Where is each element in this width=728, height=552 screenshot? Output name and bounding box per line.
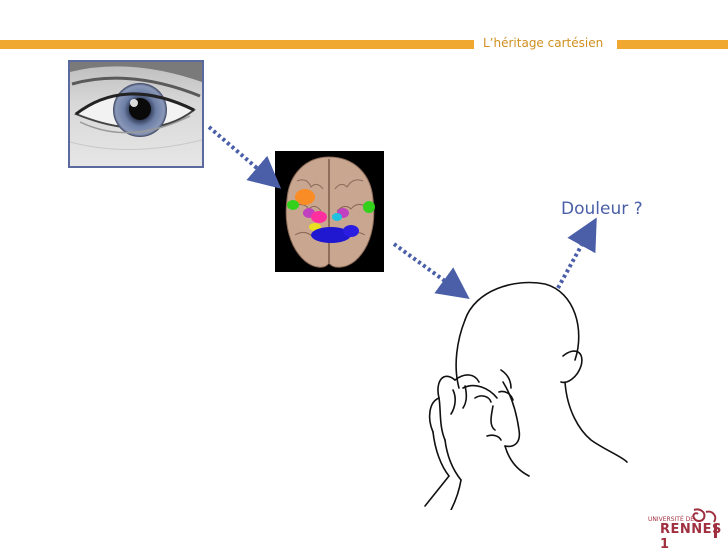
university-logo: UNIVERSITÉ DE RENNES 1 xyxy=(648,508,721,552)
slide-title: L’héritage cartésien xyxy=(483,36,604,50)
header-bar-left xyxy=(0,40,474,49)
header-bar-right xyxy=(617,40,728,49)
eye-image xyxy=(68,60,204,168)
arrow-eye-to-brain xyxy=(207,125,282,189)
brain-scan-image xyxy=(275,151,384,272)
logo-rennes-text: RENNES 1 xyxy=(660,522,722,552)
pain-label: Douleur ? xyxy=(561,199,643,219)
logo-university-text: UNIVERSITÉ DE xyxy=(648,516,695,523)
head-sketch-image xyxy=(424,281,628,510)
